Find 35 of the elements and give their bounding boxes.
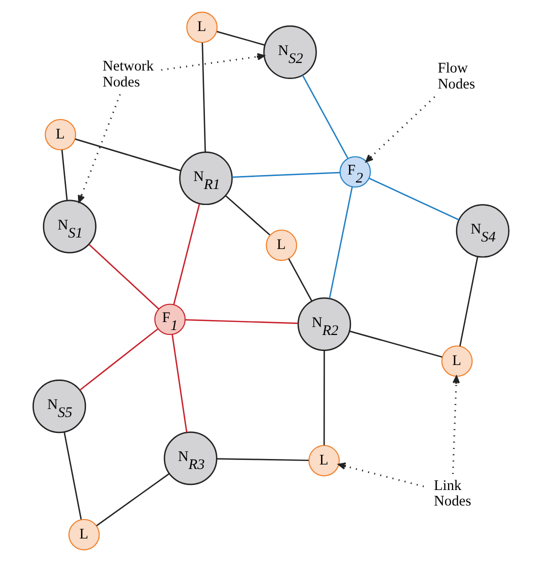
node-text: Flow Nodes [438, 60, 476, 92]
connector [96, 473, 170, 526]
node-circle: L [308, 444, 340, 476]
connector [225, 195, 270, 236]
connector [172, 334, 188, 432]
connector [459, 256, 478, 346]
connector [79, 328, 158, 391]
node-text: Link Nodes [434, 478, 472, 510]
node-circle: L [266, 230, 298, 261]
node-circle: L [44, 118, 76, 150]
connector [173, 204, 200, 305]
connector [202, 42, 206, 152]
arrow [452, 376, 460, 474]
connector [232, 172, 340, 178]
arrow [365, 96, 436, 162]
node-circle: L [68, 519, 100, 550]
arrow [161, 53, 265, 71]
arrow [78, 94, 121, 203]
connector [216, 458, 309, 462]
connector [75, 138, 181, 172]
connector [64, 432, 82, 520]
connector [369, 178, 460, 221]
connector [216, 30, 265, 46]
arrow [338, 462, 424, 488]
connector [323, 350, 325, 446]
node-circle: L [186, 12, 218, 43]
connector [288, 258, 312, 302]
node-circle: L [441, 345, 473, 377]
connector [185, 319, 298, 324]
connector [88, 244, 160, 310]
connector [349, 330, 442, 358]
connector [61, 150, 68, 200]
connector [328, 186, 353, 298]
connector [302, 74, 348, 158]
node-text: Network Nodes [102, 58, 154, 90]
